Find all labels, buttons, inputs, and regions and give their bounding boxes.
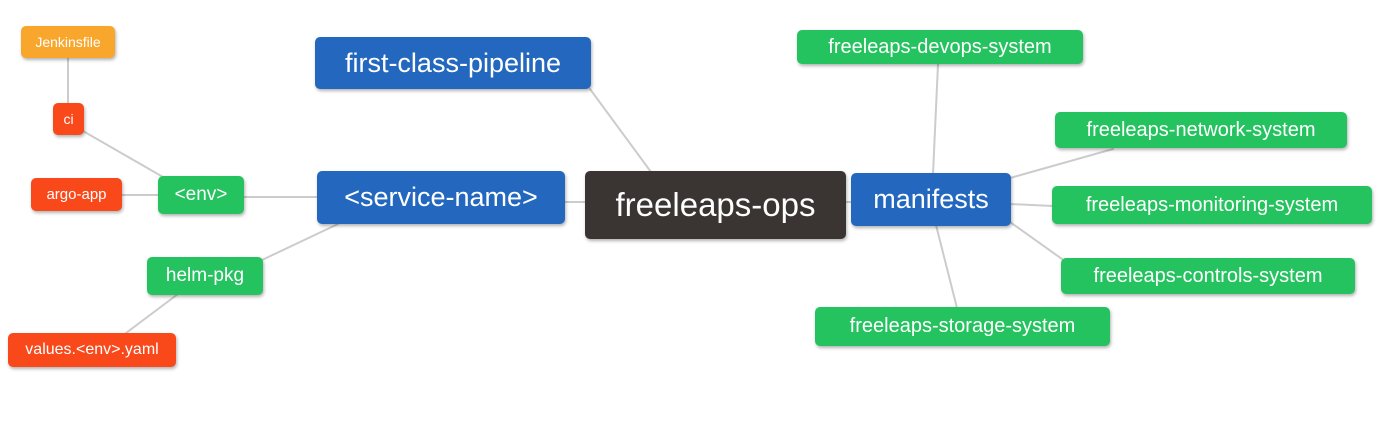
edge-manifests--freeleaps-controls-system bbox=[1009, 221, 1063, 260]
node-ci[interactable]: ci bbox=[53, 103, 84, 135]
node-service-name[interactable]: <service-name> bbox=[317, 171, 565, 224]
node-freeleaps-ops[interactable]: freeleaps-ops bbox=[585, 171, 846, 239]
node-env[interactable]: <env> bbox=[158, 176, 244, 214]
node-manifests[interactable]: manifests bbox=[851, 173, 1011, 226]
edge-manifests--freeleaps-storage-system bbox=[935, 224, 958, 309]
node-freeleaps-network-system[interactable]: freeleaps-network-system bbox=[1055, 112, 1347, 148]
edge-manifests--freeleaps-monitoring-system bbox=[1009, 203, 1054, 207]
node-freeleaps-devops-system[interactable]: freeleaps-devops-system bbox=[797, 30, 1083, 64]
node-jenkinsfile[interactable]: Jenkinsfile bbox=[21, 26, 115, 58]
node-freeleaps-monitoring-system[interactable]: freeleaps-monitoring-system bbox=[1052, 186, 1372, 224]
edge-manifests--freeleaps-network-system bbox=[1009, 148, 1114, 179]
node-helm-pkg[interactable]: helm-pkg bbox=[147, 257, 263, 295]
node-freeleaps-controls-system[interactable]: freeleaps-controls-system bbox=[1061, 258, 1355, 294]
node-argo-app[interactable]: argo-app bbox=[31, 178, 122, 211]
edge-first-class-pipeline--freeleaps-ops bbox=[589, 88, 652, 173]
edge-ci--env bbox=[82, 130, 164, 178]
edge-helm-pkg--service-name bbox=[261, 223, 339, 261]
node-values-env-yaml[interactable]: values.<env>.yaml bbox=[8, 333, 176, 367]
node-freeleaps-storage-system[interactable]: freeleaps-storage-system bbox=[815, 307, 1110, 346]
edge-manifests--freeleaps-devops-system bbox=[932, 63, 939, 175]
node-first-class-pipeline[interactable]: first-class-pipeline bbox=[315, 37, 591, 89]
edge-values-env-yaml--helm-pkg bbox=[125, 293, 179, 334]
